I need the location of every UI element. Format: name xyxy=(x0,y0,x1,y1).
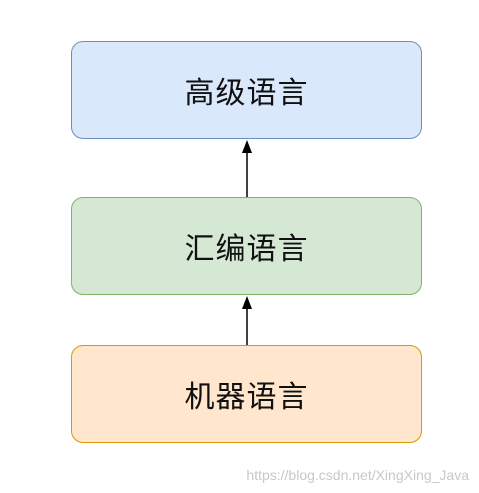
high-level-language-label: 高级语言 xyxy=(184,76,309,111)
assembly-language-box: 汇编语言 xyxy=(71,197,422,295)
machine-language-box: 机器语言 xyxy=(71,345,422,443)
arrow-bottom-to-middle xyxy=(242,296,252,345)
assembly-language-label: 汇编语言 xyxy=(184,232,309,267)
arrow-middle-to-top xyxy=(242,140,252,197)
high-level-language-box: 高级语言 xyxy=(71,41,422,139)
machine-language-label: 机器语言 xyxy=(184,380,309,415)
watermark: https://blog.csdn.net/XingXing_Java xyxy=(246,467,469,483)
